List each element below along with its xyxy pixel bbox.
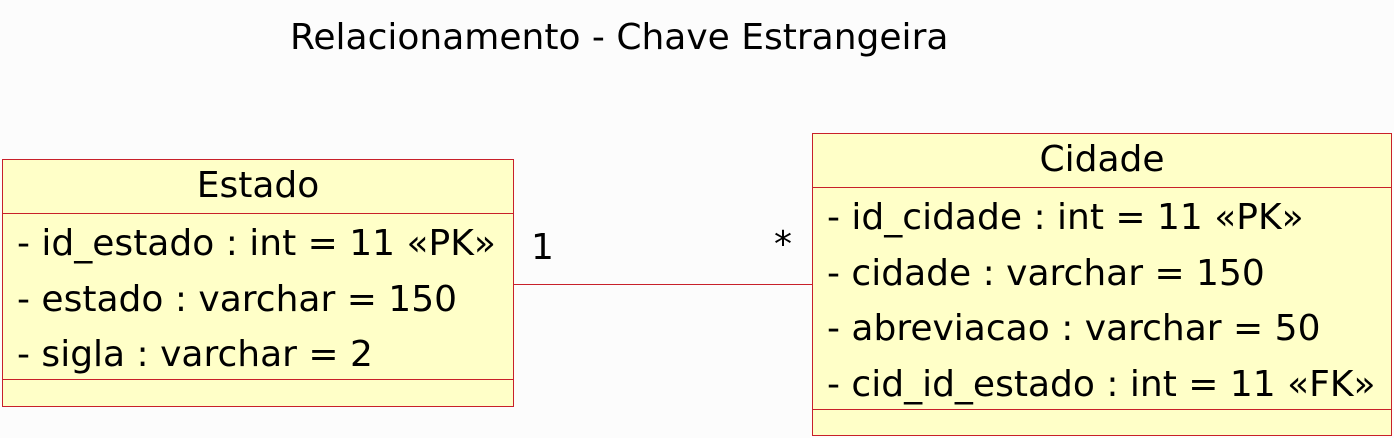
- association-line[interactable]: [514, 284, 812, 285]
- attribute-cid-id-estado: - cid_id_estado : int = 11 «FK»: [827, 363, 1376, 405]
- attribute-list-cidade: - id_cidade : int = 11 «PK» - cidade : v…: [813, 188, 1391, 410]
- diagram-title: Relacionamento - Chave Estrangeira: [290, 17, 949, 58]
- class-estado[interactable]: Estado - id_estado : int = 11 «PK» - est…: [2, 159, 514, 407]
- class-cidade[interactable]: Cidade - id_cidade : int = 11 «PK» - cid…: [812, 133, 1392, 436]
- class-name-cidade: Cidade: [813, 134, 1391, 188]
- operations-section-cidade: [813, 410, 1391, 434]
- attribute-abreviacao: - abreviacao : varchar = 50: [827, 308, 1321, 349]
- attribute-id-cidade: - id_cidade : int = 11 «PK»: [827, 197, 1304, 238]
- attribute-sigla: - sigla : varchar = 2: [17, 334, 373, 375]
- class-name-estado: Estado: [3, 160, 513, 214]
- multiplicity-estado: 1: [531, 227, 554, 268]
- attribute-list-estado: - id_estado : int = 11 «PK» - estado : v…: [3, 214, 513, 380]
- attribute-estado: - estado : varchar = 150: [17, 278, 458, 320]
- attribute-id-estado: - id_estado : int = 11 «PK»: [17, 223, 496, 264]
- attribute-cidade: - cidade : varchar = 150: [827, 252, 1265, 294]
- operations-section-estado: [3, 380, 513, 404]
- multiplicity-cidade: *: [774, 224, 792, 265]
